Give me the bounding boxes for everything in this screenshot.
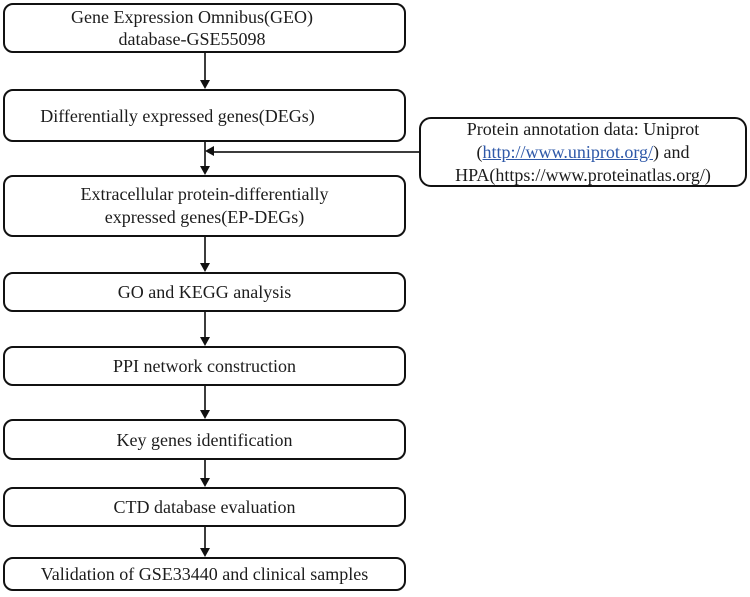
box-ctd-label: CTD database evaluation (113, 497, 296, 517)
annotation-line2-open: ( (476, 141, 483, 162)
box-validation: Validation of GSE33440 and clinical samp… (3, 557, 406, 591)
arrow-keygenes-to-ctd-line (204, 460, 206, 480)
arrow-geo-to-degs-head-icon (199, 80, 210, 89)
box-ctd-evaluation: CTD database evaluation (3, 487, 406, 527)
box-geo-line2: database-GSE55098 (118, 29, 266, 49)
arrow-ppi-to-keygenes-head-icon (199, 410, 210, 419)
box-degs-label: Differentially expressed genes(DEGs) (40, 105, 315, 126)
box-degs: Differentially expressed genes(DEGs) (3, 89, 406, 142)
box-geo-line1: Gene Expression Omnibus(GEO) (71, 7, 313, 27)
arrow-ctd-to-validation-line (204, 527, 206, 550)
box-ep-degs-line1: Extracellular protein-differentially (80, 184, 329, 204)
box-ppi-network: PPI network construction (3, 346, 406, 386)
arrow-epdegs-to-gokegg-line (204, 237, 206, 265)
annotation-line1: Protein annotation data: Uniprot (466, 118, 700, 139)
box-ep-degs: Extracellular protein-differentially exp… (3, 175, 406, 237)
arrow-ppi-to-keygenes-line (204, 386, 206, 412)
box-go-kegg-analysis: GO and KEGG analysis (3, 272, 406, 312)
arrow-annotation-to-flow-line (213, 151, 419, 153)
arrow-gokegg-to-ppi-line (204, 312, 206, 339)
arrow-ctd-to-validation-head-icon (199, 548, 210, 557)
box-go-kegg-label: GO and KEGG analysis (117, 282, 292, 302)
annotation-line3: HPA(https://www.proteinatlas.org/) (455, 164, 711, 185)
arrow-annotation-to-flow-head-icon (205, 146, 214, 157)
box-validation-label: Validation of GSE33440 and clinical samp… (40, 564, 369, 584)
box-key-genes-label: Key genes identification (116, 429, 293, 450)
arrow-keygenes-to-ctd-head-icon (199, 478, 210, 487)
box-ep-degs-line2: expressed genes(EP-DEGs) (104, 207, 305, 227)
arrow-gokegg-to-ppi-head-icon (199, 337, 210, 346)
box-key-genes: Key genes identification (3, 419, 406, 460)
box-protein-annotation: Protein annotation data: Uniprot (http:/… (419, 117, 747, 187)
box-ppi-label: PPI network construction (113, 356, 296, 376)
uniprot-link[interactable]: http://www.uniprot.org/ (482, 141, 654, 162)
arrow-geo-to-degs-line (204, 53, 206, 82)
arrow-degs-to-epdegs-line (204, 142, 206, 168)
arrow-epdegs-to-gokegg-head-icon (199, 263, 210, 272)
arrow-degs-to-epdegs-head-icon (199, 166, 210, 175)
annotation-line2: (http://www.uniprot.org/) and (477, 141, 690, 164)
box-geo-database: Gene Expression Omnibus(GEO) database-GS… (3, 3, 406, 53)
annotation-line2-close: ) and (653, 141, 690, 162)
